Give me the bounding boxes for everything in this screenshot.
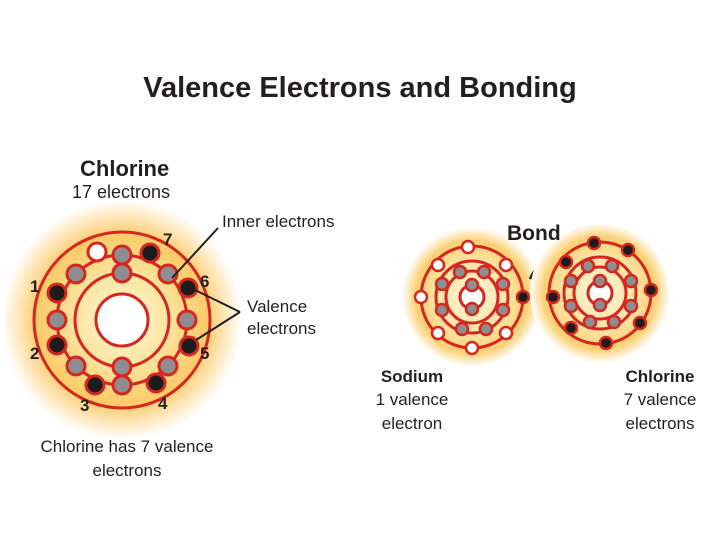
inner-electron bbox=[436, 304, 448, 316]
received-electron bbox=[547, 291, 559, 303]
inner-electron bbox=[113, 264, 131, 282]
nucleus-ring bbox=[96, 294, 148, 346]
inner-electron bbox=[48, 311, 66, 329]
large-chlorine-atom bbox=[2, 200, 242, 440]
chlorine-name-right: Chlorine bbox=[600, 365, 720, 389]
inner-electron bbox=[594, 275, 606, 287]
inner-electron bbox=[497, 278, 509, 290]
inner-electron bbox=[478, 266, 490, 278]
inner-electron bbox=[608, 316, 620, 328]
electron-number-7: 7 bbox=[163, 230, 172, 250]
inner-electron bbox=[565, 275, 577, 287]
empty-electron-slot bbox=[466, 342, 478, 354]
electron-number-6: 6 bbox=[200, 272, 209, 292]
inner-electron bbox=[113, 246, 131, 264]
inner-electron bbox=[113, 376, 131, 394]
inner-electron bbox=[480, 323, 492, 335]
inner-electron bbox=[606, 260, 618, 272]
sodium-description: 1 valence electron bbox=[352, 388, 472, 436]
inner-electron bbox=[159, 357, 177, 375]
valence-electron-1 bbox=[48, 284, 66, 302]
empty-electron-slot bbox=[88, 243, 106, 261]
empty-electron-slot bbox=[415, 291, 427, 303]
valence-electron bbox=[622, 244, 634, 256]
valence-electron-3 bbox=[86, 376, 104, 394]
empty-electron-slot bbox=[500, 327, 512, 339]
inner-electron bbox=[565, 300, 577, 312]
valence-electron-4 bbox=[147, 374, 165, 392]
valence-electrons-label: Valence electrons bbox=[247, 296, 316, 340]
inner-electron bbox=[466, 279, 478, 291]
empty-electron-slot bbox=[500, 259, 512, 271]
empty-electron-slot bbox=[462, 241, 474, 253]
valence-electron bbox=[588, 237, 600, 249]
inner-electron bbox=[582, 260, 594, 272]
inner-electron bbox=[454, 266, 466, 278]
valence-electron bbox=[645, 284, 657, 296]
valence-electron bbox=[560, 256, 572, 268]
inner-electron bbox=[625, 275, 637, 287]
inner-electron bbox=[113, 358, 131, 376]
electron-number-1: 1 bbox=[30, 277, 39, 297]
electron-number-4: 4 bbox=[158, 394, 167, 414]
sodium-atom bbox=[402, 227, 542, 367]
empty-electron-slot bbox=[432, 259, 444, 271]
valence-electron-2 bbox=[48, 336, 66, 354]
inner-electron bbox=[466, 303, 478, 315]
electron-number-2: 2 bbox=[30, 344, 39, 364]
inner-electron bbox=[436, 278, 448, 290]
valence-electron bbox=[600, 337, 612, 349]
chlorine-description-right: 7 valence electrons bbox=[600, 388, 720, 436]
inner-electron bbox=[159, 265, 177, 283]
electron-number-5: 5 bbox=[200, 344, 209, 364]
valence-electron-7 bbox=[141, 244, 159, 262]
inner-electron bbox=[67, 357, 85, 375]
valence-electron bbox=[565, 322, 577, 334]
valence-electron-5 bbox=[180, 337, 198, 355]
inner-electron bbox=[456, 323, 468, 335]
inner-electron bbox=[497, 304, 509, 316]
inner-electron bbox=[594, 299, 606, 311]
bond-label: Bond bbox=[507, 222, 561, 246]
valence-electron bbox=[634, 317, 646, 329]
empty-electron-slot bbox=[432, 327, 444, 339]
valence-electron-6 bbox=[179, 279, 197, 297]
electron-number-3: 3 bbox=[80, 396, 89, 416]
inner-electron bbox=[584, 316, 596, 328]
inner-electrons-label: Inner electrons bbox=[222, 212, 334, 232]
sodium-valence-electron bbox=[517, 291, 529, 303]
sodium-name: Sodium bbox=[352, 365, 472, 389]
inner-electron bbox=[178, 311, 196, 329]
chlorine-caption: Chlorine has 7 valence electrons bbox=[18, 435, 236, 483]
inner-electron bbox=[625, 300, 637, 312]
inner-electron bbox=[67, 265, 85, 283]
